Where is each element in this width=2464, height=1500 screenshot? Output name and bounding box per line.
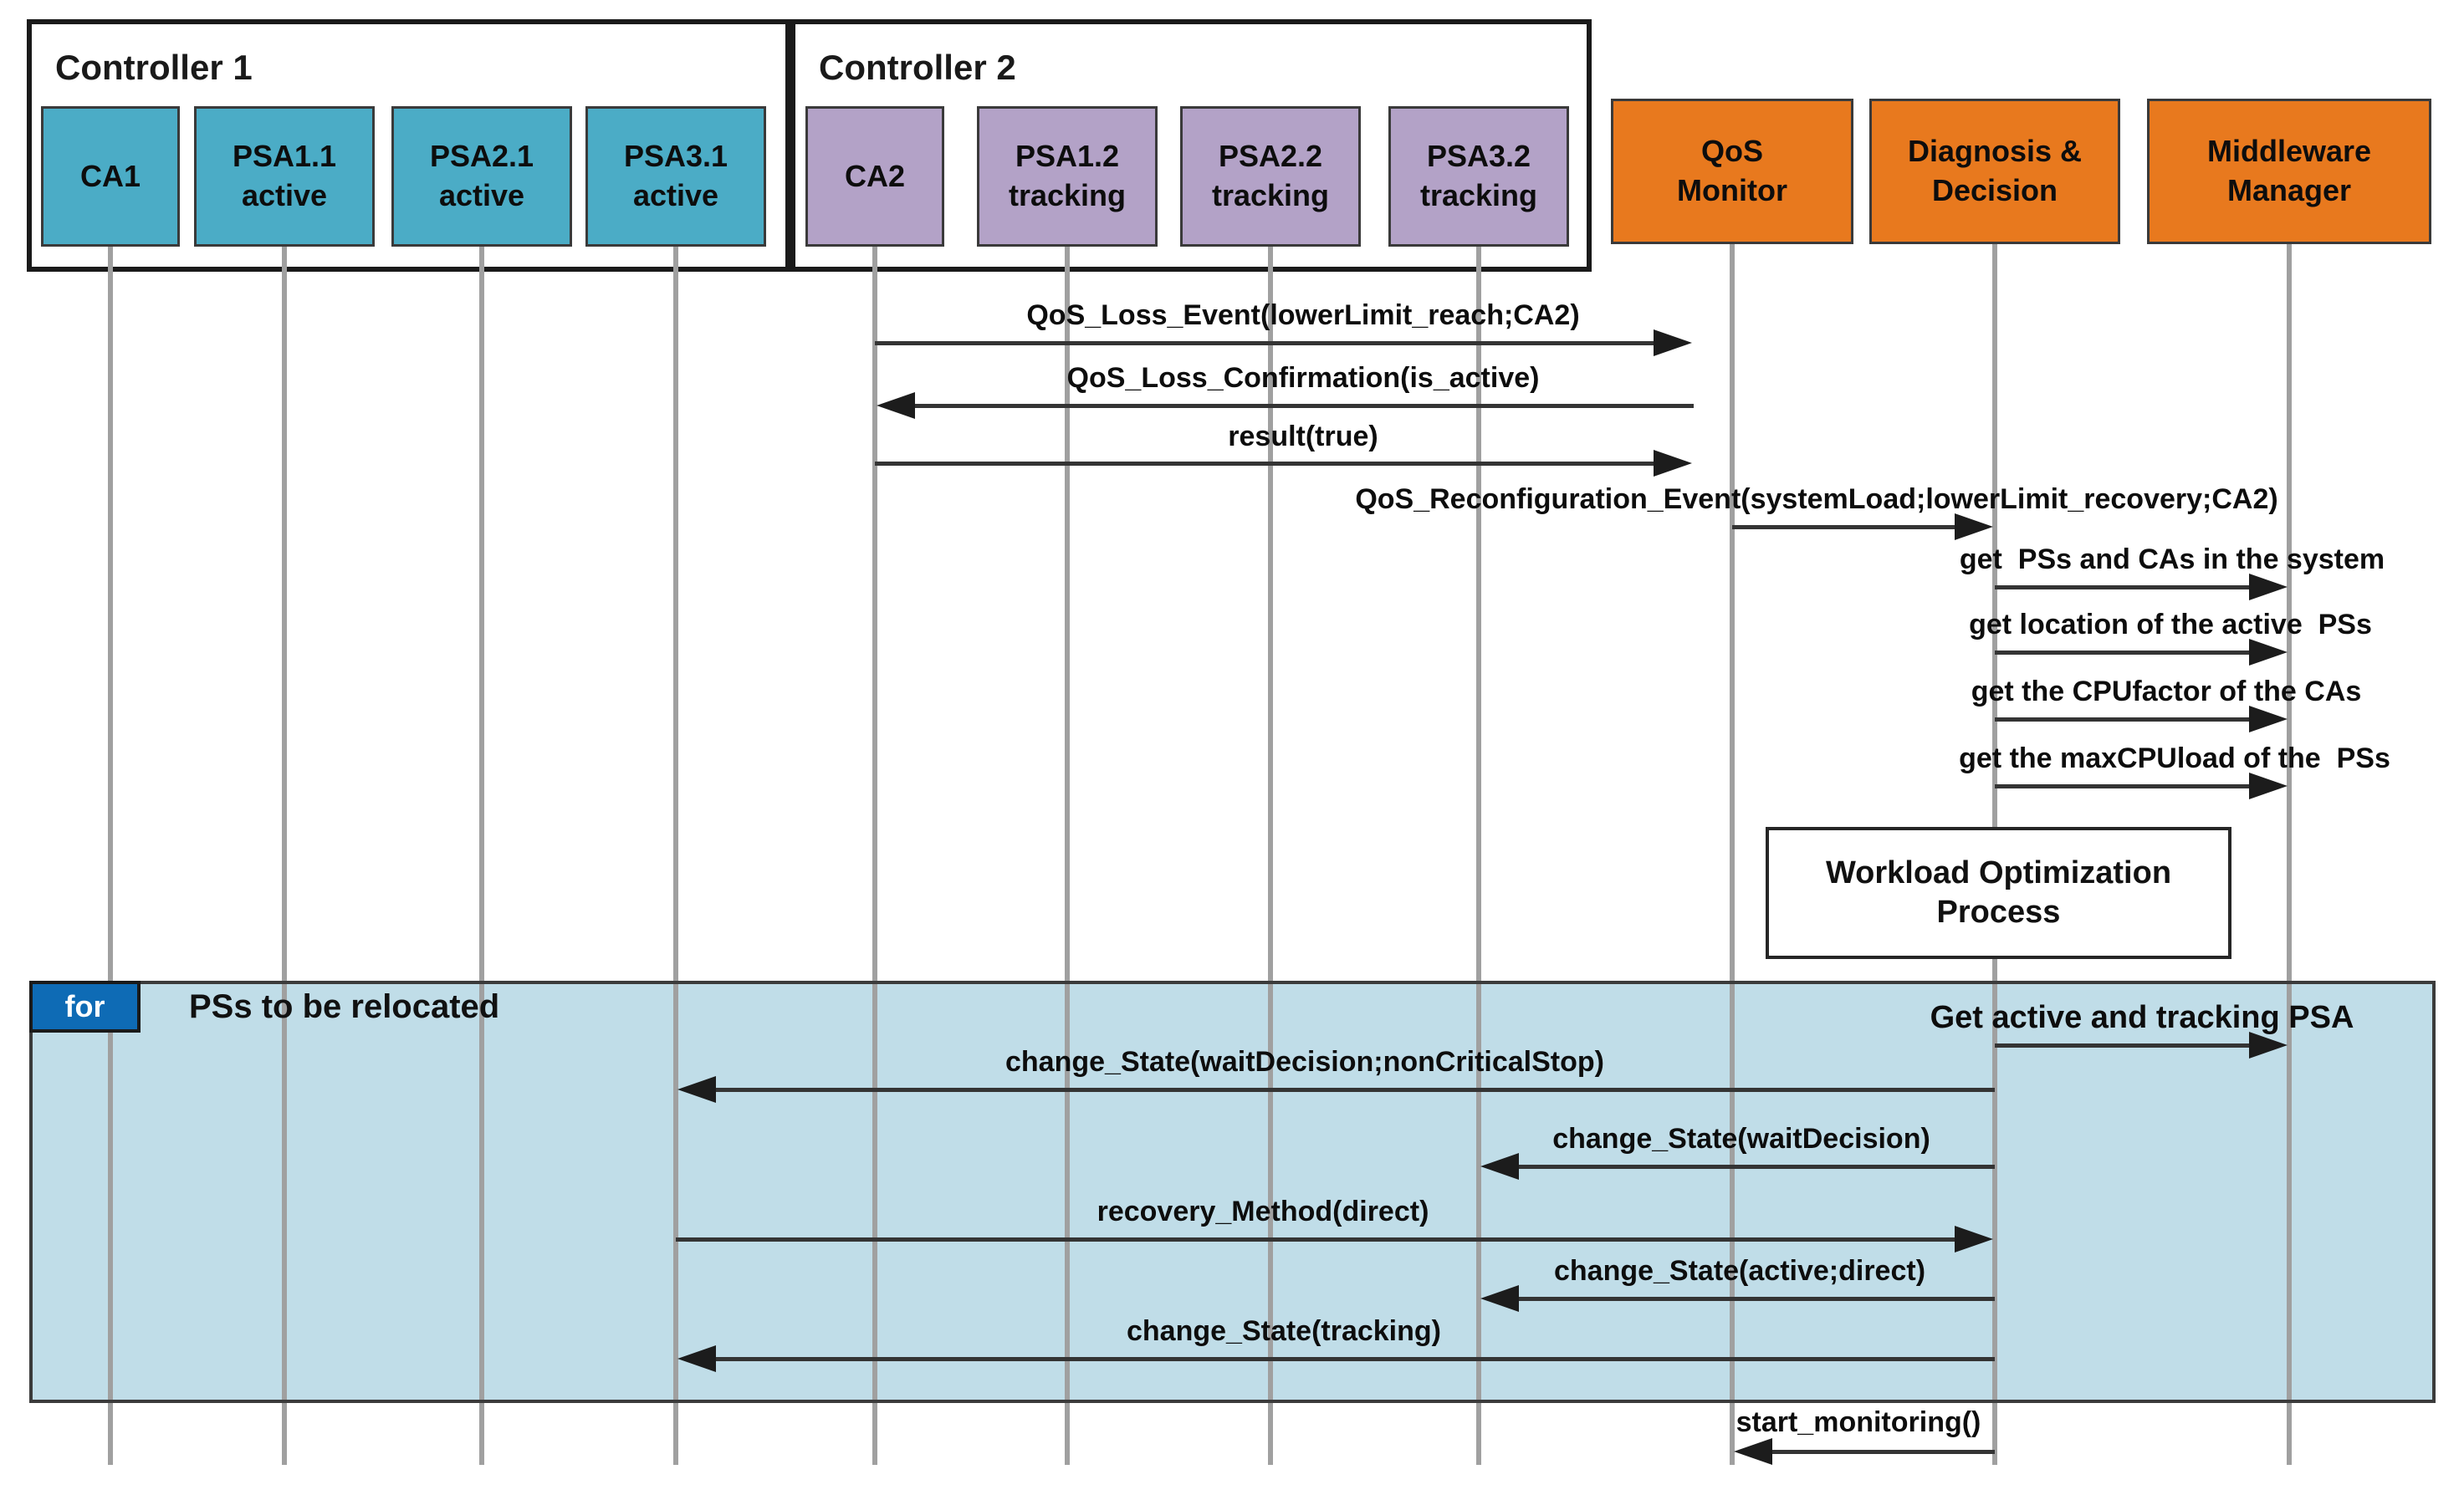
actor-ca2-label: CA2 [844,158,906,193]
actor-ca2: CA2 [805,106,944,247]
lifeline-psa3-1 [673,244,678,1465]
message-label-get-active-tracking-psa: Get active and tracking PSA [1930,1000,2354,1035]
actor-psa3-1: PSA3.1 active [585,106,766,247]
lifeline-psa3-2 [1476,244,1481,1465]
arrowhead-icon [2249,639,2288,666]
actor-qos-monitor: QoS Monitor [1611,99,1853,244]
arrow-get-active-tracking-psa [1995,1032,2288,1059]
actor-psa3-2-state: tracking [1419,178,1538,212]
actor-psa2-2: PSA2.2 tracking [1180,106,1361,247]
actor-diagnosis-decision: Diagnosis & Decision [1869,99,2120,244]
actor-psa2-2-state: tracking [1211,178,1330,212]
actor-psa3-2: PSA3.2 tracking [1388,106,1569,247]
actor-psa2-1-label: PSA2.1 [429,139,534,174]
message-label-result-true: result(true) [1228,421,1378,452]
arrowhead-icon [877,392,915,419]
arrow-qos-loss-event [875,329,1692,356]
actor-psa2-1: PSA2.1 active [391,106,572,247]
message-label-qos-reconfiguration-event: QoS_Reconfiguration_Event(systemLoad;low… [1355,483,2278,515]
for-operator-label: for [64,989,105,1023]
arrow-get-maxcpuload [1995,773,2288,799]
arrowhead-icon [677,1345,716,1372]
lifeline-psa1-1 [282,244,287,1465]
lifeline-ca2 [872,244,877,1465]
arrowhead-icon [2249,574,2288,600]
for-guard-label: PSs to be relocated [189,988,500,1025]
arrow-qos-reconfiguration-event [1732,513,1993,540]
message-label-start-monitoring: start_monitoring() [1736,1406,1981,1438]
actor-qos-monitor-label1: QoS [1700,134,1763,169]
message-label-get-location: get location of the active PSs [1969,609,2372,640]
actor-middleware-manager-label2: Manager [2226,173,2352,207]
for-operator-tab: for [29,981,141,1033]
arrow-change-state-waitdecision-noncriticalstop [677,1076,1995,1103]
actor-psa3-1-label: PSA3.1 [623,139,728,174]
arrowhead-icon [2249,1032,2288,1059]
actor-psa1-2: PSA1.2 tracking [977,106,1158,247]
actor-psa1-1-label: PSA1.1 [232,139,337,174]
lifeline-psa1-2 [1065,244,1070,1465]
actor-ca1-label: CA1 [79,158,141,193]
message-label-qos-loss-confirmation: QoS_Loss_Confirmation(is_active) [1066,362,1540,394]
message-label-change-state-waitdecision: change_State(waitDecision) [1552,1123,1930,1155]
actor-psa1-1: PSA1.1 active [194,106,375,247]
for-fragment-body [29,981,2436,1403]
message-label-change-state-active-direct: change_State(active;direct) [1553,1255,1926,1287]
arrow-qos-loss-confirmation [877,392,1694,419]
arrow-result-true [875,450,1692,477]
arrowhead-icon [1654,329,1692,356]
arrowhead-icon [1955,513,1993,540]
actor-psa1-1-state: active [241,178,328,212]
arrowhead-icon [1654,450,1692,477]
message-label-get-maxcpuload: get the maxCPUload of the PSs [1959,742,2390,774]
arrow-start-monitoring [1734,1438,1995,1465]
message-label-get-pss-cas: get PSs and CAs in the system [1959,543,2385,575]
arrow-change-state-active-direct [1480,1285,1995,1312]
actor-psa1-2-label: PSA1.2 [1015,139,1120,174]
message-label-recovery-method-direct: recovery_Method(direct) [1097,1196,1429,1227]
controller2-title: Controller 2 [819,48,1016,87]
arrowhead-icon [2249,706,2288,732]
message-label-change-state-tracking: change_State(tracking) [1127,1315,1441,1347]
lifeline-psa2-2 [1268,244,1273,1465]
workload-optimization-label: Workload Optimization Process [1825,855,2172,931]
actor-psa3-1-state: active [632,178,719,212]
arrow-get-pss-cas [1995,574,2288,600]
arrowhead-icon [1955,1226,1993,1253]
lifeline-ca1 [108,244,113,1465]
arrowhead-icon [1734,1438,1772,1465]
lifeline-qos-monitor [1730,244,1735,1465]
lifeline-middleware-manager [2287,244,2292,1465]
workload-optimization-box: Workload Optimization Process [1766,827,2231,959]
controller1-title: Controller 1 [55,48,253,87]
message-label-change-state-waitdecision-noncriticalstop: change_State(waitDecision;nonCriticalSto… [1005,1046,1604,1078]
actor-diagnosis-decision-label1: Diagnosis & [1907,134,2083,169]
arrow-get-cpufactor [1995,706,2288,732]
actor-psa1-2-state: tracking [1008,178,1127,212]
actor-ca1: CA1 [41,106,180,247]
actor-qos-monitor-label2: Monitor [1677,173,1787,207]
arrowhead-icon [1480,1285,1519,1312]
message-label-qos-loss-event: QoS_Loss_Event(lowerLimit_reach;CA2) [1026,299,1580,331]
lifeline-psa2-1 [479,244,484,1465]
actor-psa2-1-state: active [438,178,525,212]
arrowhead-icon [2249,773,2288,799]
arrowhead-icon [677,1076,716,1103]
arrow-get-location [1995,639,2288,666]
actor-middleware-manager-label1: Middleware [2206,134,2372,169]
arrow-change-state-waitdecision [1480,1153,1995,1180]
arrow-change-state-tracking [677,1345,1995,1372]
actor-psa3-2-label: PSA3.2 [1426,139,1531,174]
arrow-recovery-method-direct [676,1226,1993,1253]
arrowhead-icon [1480,1153,1519,1180]
actor-middleware-manager: Middleware Manager [2147,99,2431,244]
actor-psa2-2-label: PSA2.2 [1218,139,1323,174]
actor-diagnosis-decision-label2: Decision [1931,173,2058,207]
message-label-get-cpufactor: get the CPUfactor of the CAs [1971,676,2362,707]
